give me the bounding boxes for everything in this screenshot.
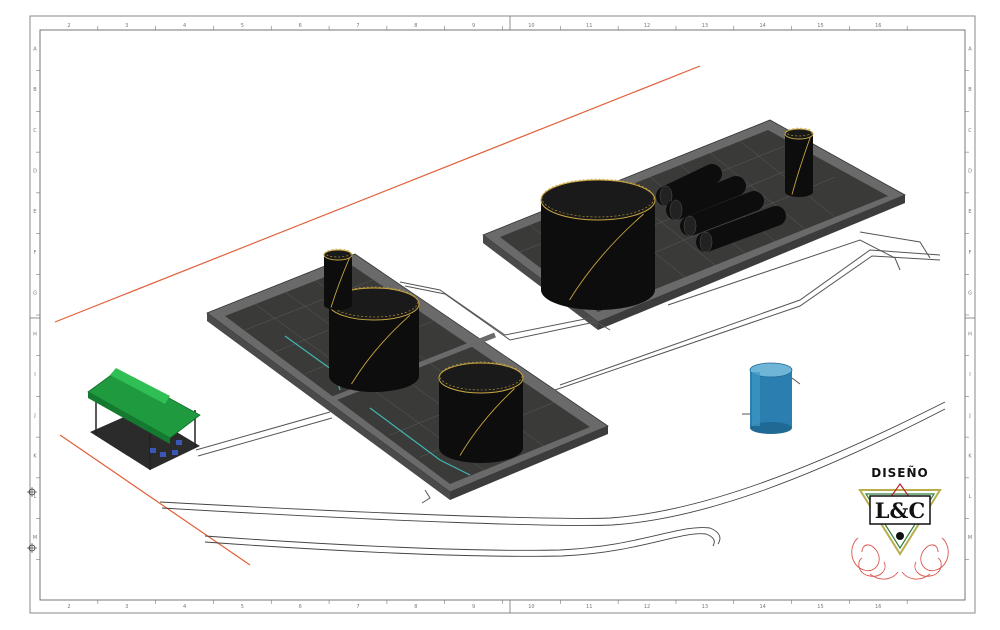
horizontal-tank: [696, 206, 786, 253]
frame-tick-label: 2: [67, 604, 70, 610]
frame-tick-label: 2: [67, 23, 70, 29]
frame-tick-label: 13: [702, 604, 708, 610]
frame-tick-label: K: [968, 454, 972, 460]
frame-tick-label: 5: [241, 23, 244, 29]
frame-tick-label: 14: [759, 23, 765, 29]
frame-tick-label: 16: [875, 23, 881, 29]
frame-tick-label: M: [968, 535, 972, 541]
frame-tick-label: D: [968, 169, 972, 175]
frame-tick-label: 12: [644, 604, 650, 610]
logo-title: DISEÑO: [871, 466, 929, 480]
frame-tick-label: 11: [586, 23, 592, 29]
frame-tick-label: F: [34, 250, 37, 256]
storage-tank-small-east: [784, 127, 814, 197]
logo-emblem-icon: [851, 482, 949, 580]
frame-tick-label: I: [969, 372, 970, 378]
frame-tick-label: H: [33, 331, 37, 337]
frame-tick-label: 9: [472, 604, 475, 610]
frame-tick-label: 10: [528, 604, 534, 610]
frame-tick-label: B: [33, 87, 37, 93]
frame-top-ticks: 2 3 4 5 6 7 8 9 10 11 12 13 14 15 16: [67, 23, 908, 30]
frame-tick-label: 5: [241, 604, 244, 610]
frame-tick-label: 3: [125, 604, 128, 610]
property-boundary-upper: [54, 65, 701, 323]
frame-tick-label: 11: [586, 604, 592, 610]
frame-tick-label: C: [33, 128, 37, 134]
frame-tick-label: 14: [759, 604, 765, 610]
frame-tick-label: G: [968, 291, 972, 297]
frame-tick-label: 8: [414, 604, 417, 610]
frame-tick-label: L: [34, 494, 37, 500]
frame-tick-label: D: [33, 169, 37, 175]
frame-tick-label: J: [33, 413, 35, 419]
frame-tick-label: I: [34, 372, 35, 378]
registration-target-upper: [27, 487, 37, 497]
frame-tick-label: 6: [299, 23, 302, 29]
storage-tank-west-b: [438, 361, 524, 463]
storage-tank-small-west: [323, 248, 353, 310]
registration-target-lower: [27, 543, 37, 553]
frame-tick-label: 10: [528, 23, 534, 29]
logo-mark: L&C: [874, 498, 926, 523]
horizontal-tank: [680, 191, 764, 237]
frame-tick-label: F: [969, 250, 972, 256]
storage-tank-large-east: [540, 178, 656, 310]
frame-tick-label: 13: [702, 23, 708, 29]
frame-tick-label: 12: [644, 23, 650, 29]
frame-tick-label: H: [968, 331, 972, 337]
sheet-inner-border: [39, 29, 966, 601]
frame-tick-label: 7: [356, 604, 359, 610]
company-logo: DISEÑO L&C: [840, 462, 960, 592]
frame-tick-label: C: [968, 128, 972, 134]
frame-tick-label: 15: [817, 604, 823, 610]
water-storage-tank: [742, 362, 801, 434]
sheet-outer-border: [29, 15, 976, 614]
frame-tick-label: L: [969, 494, 972, 500]
frame-tick-label: 9: [472, 23, 475, 29]
frame-tick-label: E: [968, 209, 971, 215]
frame-tick-label: 6: [299, 604, 302, 610]
frame-tick-label: 7: [356, 23, 359, 29]
frame-tick-label: G: [33, 291, 37, 297]
frame-tick-label: A: [968, 46, 972, 52]
frame-tick-label: E: [33, 209, 36, 215]
frame-tick-label: 16: [875, 604, 881, 610]
frame-side-ticks: A A B B C C D D E E F F G G H H I I J J K K L L M M: [33, 46, 972, 560]
pump-shelter: [87, 368, 201, 470]
frame-tick-label: J: [968, 413, 970, 419]
frame-tick-label: M: [33, 535, 37, 541]
frame-tick-label: 15: [817, 23, 823, 29]
pipe-rack: [195, 231, 941, 504]
frame-tick-label: B: [968, 87, 972, 93]
horizontal-tank-group: [656, 164, 786, 253]
horizontal-tank: [666, 176, 746, 221]
frame-bottom-ticks: 2 3 4 5 6 7 8 9 10 11 12 13 14 15 16: [67, 600, 908, 610]
frame-tick-label: 3: [125, 23, 128, 29]
vertical-tank-group: [323, 127, 814, 463]
frame-tick-label: 4: [183, 604, 186, 610]
frame-tick-label: A: [33, 46, 37, 52]
horizontal-tank: [656, 164, 722, 207]
frame-tick-label: K: [33, 454, 37, 460]
frame-tick-label: 4: [183, 23, 186, 29]
frame-tick-label: 8: [414, 23, 417, 29]
access-road: [159, 401, 946, 557]
